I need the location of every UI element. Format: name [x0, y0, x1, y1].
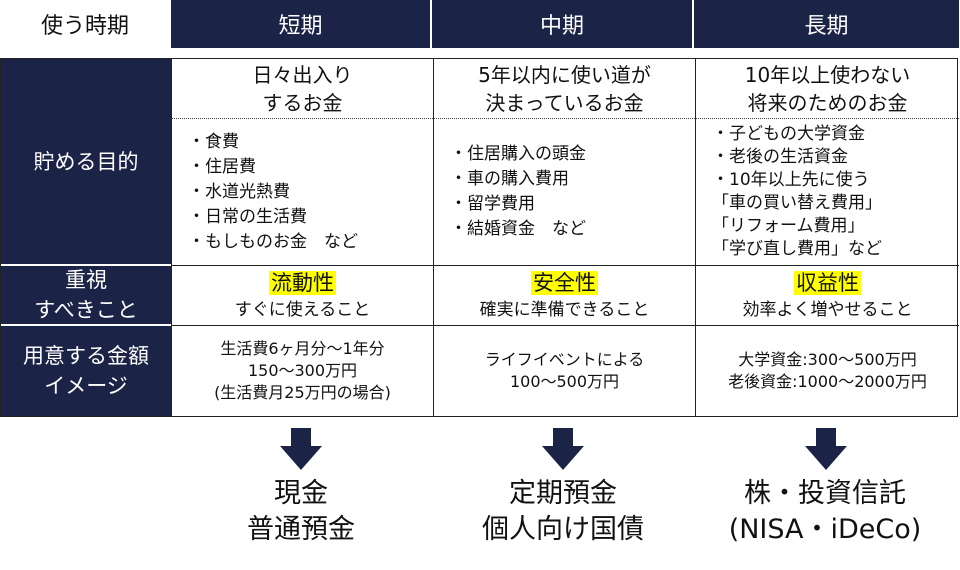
list-item: ・住居費 [188, 156, 256, 177]
column-header-short: 短期 [171, 0, 432, 48]
savings-table: 貯める目的 重視 すべきこと 用意する金額 イメージ 日々出入り するお金 5年… [0, 58, 959, 417]
long-amount-line1: 大学資金:300～500万円 [738, 350, 917, 369]
row-label-purpose-text: 貯める目的 [33, 149, 139, 174]
short-purpose-line1: 日々出入り [252, 62, 353, 87]
arrow-down-icon [542, 428, 584, 470]
short-priority-cell: 流動性 すぐに使えること [171, 266, 433, 326]
short-amount-cell: 生活費6ヶ月分～1年分 150～300万円 (生活費月25万円の場合) [171, 326, 433, 416]
list-item: 「学び直し費用」など [712, 239, 882, 259]
list-item: ・日常の生活費 [188, 206, 307, 227]
short-products: 現金 普通預金 [170, 476, 432, 548]
short-key-quality: 流動性 [269, 269, 336, 297]
row-label-priority: 重視 すべきこと [1, 266, 171, 326]
list-item: ・車の購入費用 [450, 169, 569, 189]
short-purpose-line2: するお金 [262, 90, 343, 115]
arrow-down-icon [280, 428, 322, 470]
short-amount-line1: 生活費6ヶ月分～1年分 [220, 339, 385, 358]
mid-product-line1: 定期預金 [509, 478, 617, 509]
mid-purpose-line2: 決まっているお金 [485, 90, 644, 115]
list-item: 「車の買い替え費用」 [712, 193, 882, 213]
arrow-down-icon [805, 428, 847, 470]
mid-key-highlight: 安全性 [531, 270, 598, 295]
row-label-purpose: 貯める目的 [1, 59, 171, 266]
long-key-highlight: 収益性 [794, 270, 861, 295]
short-items-cell: ・食費 ・住居費 ・水道光熱費 ・日常の生活費 ・もしものお金 など [171, 119, 433, 266]
long-key-desc: 効率よく増やせること [742, 299, 913, 320]
long-amount-cell: 大学資金:300～500万円 老後資金:1000～2000万円 [695, 326, 959, 416]
column-header-long: 長期 [694, 0, 959, 48]
long-amount-line2: 老後資金:1000～2000万円 [728, 372, 927, 391]
mid-key-quality: 安全性 [531, 269, 598, 297]
list-item: 「リフォーム費用」 [712, 216, 865, 236]
mid-amount-cell: ライフイベントによる 100～500万円 [433, 326, 695, 416]
short-product-line2: 普通預金 [247, 514, 355, 545]
list-item: ・老後の生活資金 [712, 147, 848, 167]
short-key-desc: すぐに使えること [234, 299, 371, 320]
mid-key-desc: 確実に準備できること [479, 299, 650, 320]
row-label-priority-line1: 重視 [65, 268, 107, 292]
period-header-label: 使う時期 [40, 14, 129, 39]
list-item: ・水道光熱費 [188, 181, 290, 202]
mid-items-cell: ・住居購入の頭金 ・車の購入費用 ・留学費用 ・結婚資金 など [433, 119, 695, 266]
short-purpose-cell: 日々出入り するお金 [171, 59, 433, 119]
long-products: 株・投資信託 (NISA・iDeCo) [694, 476, 956, 548]
list-item: ・食費 [188, 131, 239, 152]
list-item: ・子どもの大学資金 [712, 124, 865, 144]
long-items-cell: ・子どもの大学資金 ・老後の生活資金 ・10年以上先に使う 「車の買い替え費用」… [695, 119, 959, 266]
list-item: ・結婚資金 など [450, 219, 586, 239]
list-item: ・10年以上先に使う [712, 170, 870, 190]
row-label-amount-line2: イメージ [44, 374, 128, 398]
mid-priority-cell: 安全性 確実に準備できること [433, 266, 695, 326]
row-label-priority-line2: すべきこと [34, 298, 138, 322]
long-purpose-cell: 10年以上使わない 将来のためのお金 [695, 59, 959, 119]
list-item: ・もしものお金 など [188, 231, 358, 252]
mid-amount-line2: 100～500万円 [509, 372, 620, 391]
short-product-line1: 現金 [274, 478, 328, 509]
long-priority-cell: 収益性 効率よく増やせること [695, 266, 959, 326]
mid-amount-line1: ライフイベントによる [484, 350, 645, 369]
mid-product-line2: 個人向け国債 [482, 514, 644, 545]
column-header-mid: 中期 [432, 0, 694, 48]
row-label-amount: 用意する金額 イメージ [1, 326, 171, 416]
mid-purpose-cell: 5年以内に使い道が 決まっているお金 [433, 59, 695, 119]
mid-products: 定期預金 個人向け国債 [432, 476, 694, 548]
row-label-amount-line1: 用意する金額 [23, 344, 149, 368]
long-key-quality: 収益性 [794, 269, 861, 297]
mid-purpose-line1: 5年以内に使い道が [478, 62, 651, 87]
list-item: ・留学費用 [450, 194, 535, 214]
long-product-line1: 株・投資信託 [744, 478, 906, 509]
long-purpose-line2: 将来のためのお金 [747, 90, 908, 115]
short-amount-line2: 150～300万円 [247, 361, 358, 380]
long-purpose-line1: 10年以上使わない [744, 62, 911, 87]
long-product-line2: (NISA・iDeCo) [728, 514, 922, 545]
short-key-highlight: 流動性 [269, 270, 336, 295]
short-amount-line3: (生活費月25万円の場合) [214, 383, 391, 402]
list-item: ・住居購入の頭金 [450, 144, 586, 164]
